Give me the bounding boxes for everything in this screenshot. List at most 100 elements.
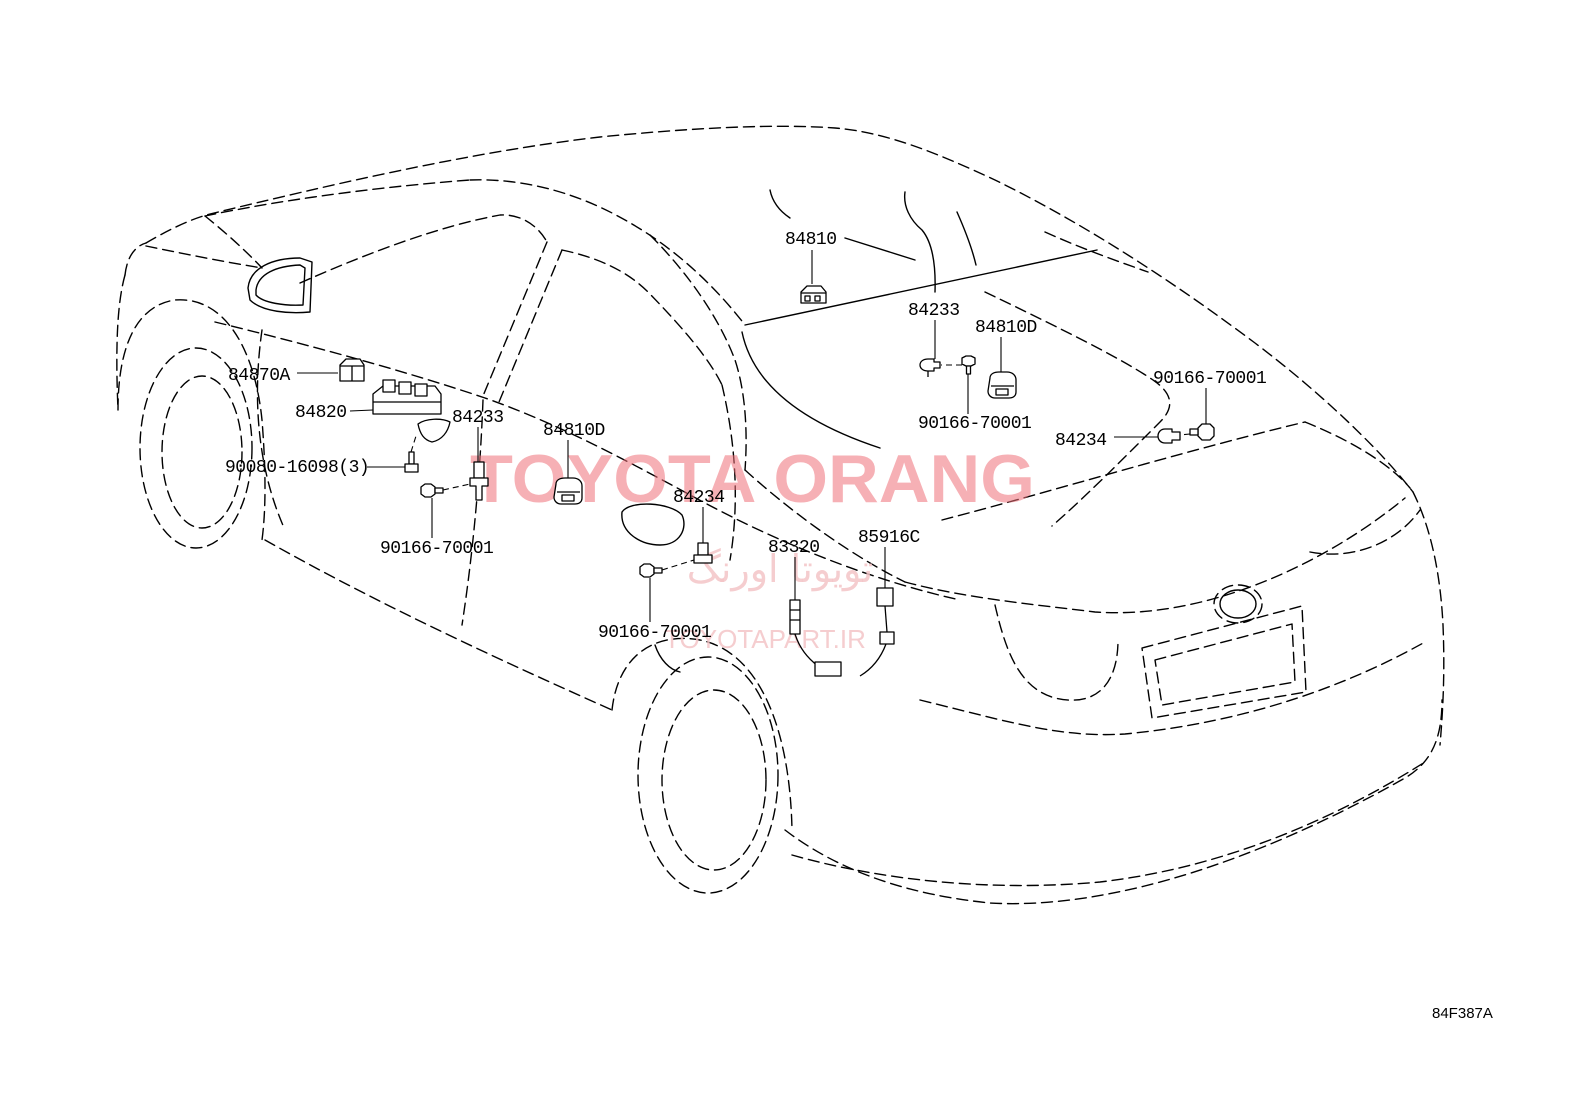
- part-85916c-drawing: [859, 587, 895, 677]
- connector-bolt-to-bracket: [410, 435, 417, 453]
- callout-84810d-left: 84810D: [543, 421, 605, 441]
- connector-bolt-to-84233-left: [442, 483, 471, 491]
- car-side-mirror: [247, 257, 313, 314]
- part-wire: [859, 643, 887, 677]
- part-84233-right-drawing: [919, 358, 941, 377]
- connector-bolt-to-84234-mid: [661, 559, 695, 571]
- callout-90166-left: 90166-70001: [380, 539, 493, 559]
- bolt-head: [404, 463, 419, 473]
- part-84820-drawing: [372, 379, 442, 415]
- car-rear-wheel-arch: [611, 637, 793, 831]
- car-rear-right-side: [1412, 491, 1445, 746]
- part-84234-right-drawing: [1157, 428, 1181, 444]
- part-detail: [340, 365, 364, 381]
- car-rear-lower: [919, 641, 1426, 736]
- car-far-c-pillar-edge: [956, 211, 977, 266]
- car-trunk-lid-edge: [904, 497, 1406, 614]
- bolt-bottom-drawing: [639, 563, 663, 578]
- part-wire: [884, 605, 888, 633]
- part-body: [417, 418, 451, 443]
- bolt-head: [961, 355, 976, 367]
- bolt-shaft: [408, 451, 415, 465]
- bolt-head: [1197, 423, 1215, 441]
- car-hood-line: [145, 245, 263, 269]
- car-front-bumper: [116, 274, 126, 411]
- part-body: [789, 599, 801, 635]
- car-roof-short-line: [769, 189, 791, 219]
- car-rear-bumper-bottom: [784, 699, 1443, 905]
- car-front-door-rear-edge: [461, 399, 484, 626]
- callout-83320: 83320: [768, 538, 820, 558]
- part-detail: [804, 295, 811, 302]
- part-83320-drawing: [789, 599, 842, 677]
- car-windshield-side: [204, 215, 263, 269]
- part-switch: [414, 383, 428, 397]
- car-trunk-right: [1304, 421, 1411, 489]
- car-rear-window-top: [744, 249, 1098, 326]
- bolt-shaft: [434, 487, 444, 494]
- part-detail: [995, 388, 1009, 396]
- bolt-90080-drawing: [404, 451, 419, 473]
- car-emblem-inner: [1219, 589, 1257, 619]
- car-far-roof-edge: [1044, 231, 1149, 273]
- part-connector: [814, 661, 842, 677]
- callout-84233-left: 84233: [452, 408, 504, 428]
- bolt-head: [639, 563, 655, 578]
- part-84810-drawing: [800, 285, 827, 304]
- car-windshield-top: [204, 179, 471, 217]
- bolt-left-drawing: [420, 483, 444, 498]
- car-front-wheel-inner: [161, 375, 243, 529]
- callout-84810: 84810: [785, 230, 837, 250]
- assembly-connectors: [410, 364, 1191, 571]
- part-connector: [879, 631, 895, 645]
- car-b-pillar-front: [482, 241, 548, 397]
- watermark-site: TOYOTAPART.IR: [664, 624, 866, 654]
- part-body: [987, 371, 1017, 399]
- part-body: [553, 477, 583, 505]
- watermark-persian: تویوتا اورنگ: [687, 547, 874, 592]
- leader-84820: [349, 409, 374, 412]
- callout-90166-right-mid: 90166-70001: [918, 414, 1031, 434]
- bolt-right-mid-drawing: [961, 355, 976, 375]
- car-rear-wheel-outer: [637, 656, 779, 894]
- car-rear-door-window: [561, 249, 723, 386]
- part-bracket-drawing: [417, 418, 451, 443]
- part-body: [876, 587, 894, 607]
- part-mount: [693, 554, 713, 564]
- car-tail-light-far: [1309, 509, 1421, 555]
- figure-code: 84F387A: [1432, 1005, 1493, 1022]
- connector-bolt-to-84234-right: [1179, 433, 1191, 436]
- part-detail: [790, 609, 800, 621]
- car-door-handle: [621, 503, 685, 546]
- callout-90166-right-top: 90166-70001: [1153, 369, 1266, 389]
- car-emblem-outer: [1213, 584, 1263, 624]
- bolt-head: [420, 483, 436, 498]
- part-84810d-left-drawing: [553, 477, 583, 505]
- car-far-c-pillar: [903, 191, 936, 293]
- car-roof-near: [469, 179, 746, 326]
- car-rear-door-rear-edge: [721, 384, 736, 561]
- callout-85916c: 85916C: [858, 528, 921, 548]
- car-roof-rail-line: [844, 237, 916, 261]
- part-84870a-drawing: [339, 358, 365, 382]
- callout-84810d-right: 84810D: [975, 318, 1037, 338]
- car-rear-bumper-mid: [791, 761, 1426, 887]
- part-detail: [814, 295, 821, 302]
- part-84810d-right-drawing: [987, 371, 1017, 399]
- car-front-door-front-edge: [256, 329, 286, 531]
- part-body: [473, 461, 485, 479]
- callout-84234-right: 84234: [1055, 431, 1107, 451]
- car-outline: [116, 125, 1445, 905]
- watermark: TOYOTA ORANG تویوتا اورنگ TOYOTAPART.IR: [470, 441, 1035, 654]
- car-front-wheel-arch: [117, 299, 266, 541]
- car-license-plate-inner: [1154, 623, 1296, 706]
- car-rear-door-mark: [654, 644, 681, 673]
- bolt-shaft: [653, 567, 663, 574]
- leader-lines: [297, 250, 1207, 622]
- car-rear-wheel-inner: [661, 689, 767, 871]
- part-body: [919, 358, 941, 372]
- callout-90166-bottom: 90166-70001: [598, 623, 711, 643]
- callout-84820: 84820: [295, 403, 347, 423]
- part-body: [1157, 428, 1181, 444]
